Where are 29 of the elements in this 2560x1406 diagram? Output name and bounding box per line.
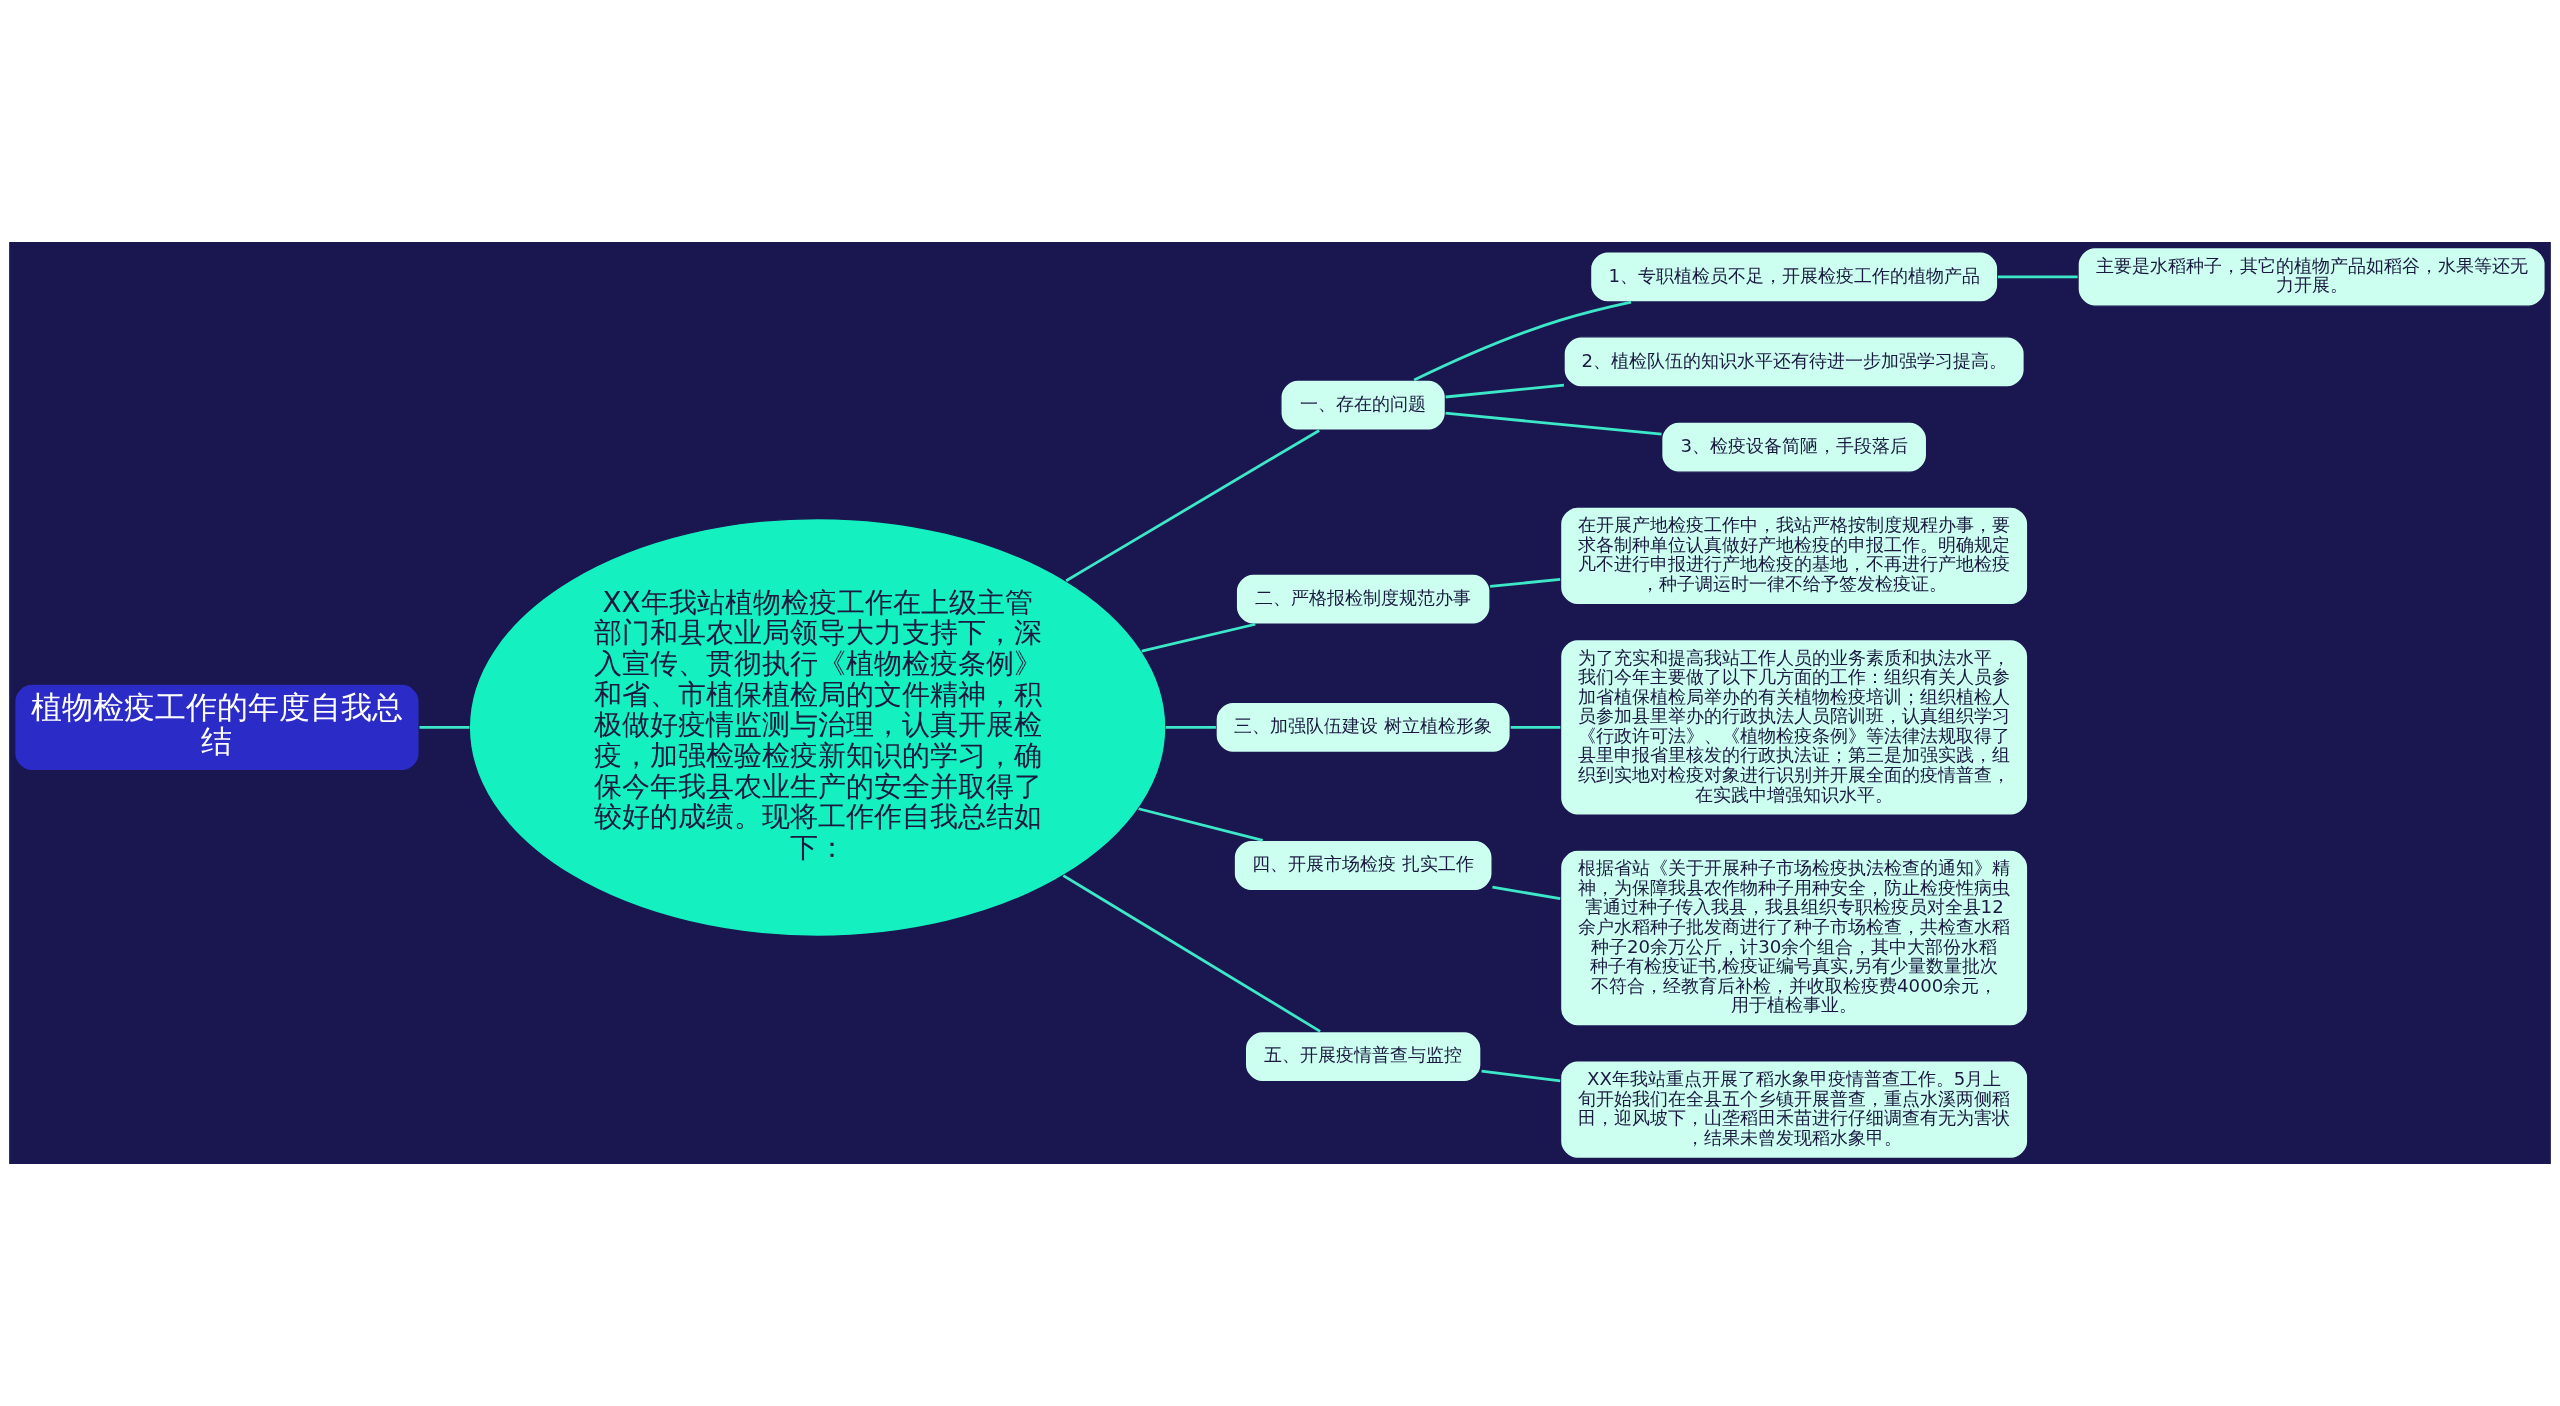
node-box: 3、检疫设备简陋，手段落后 xyxy=(1660,421,1928,473)
connector xyxy=(1445,383,1565,399)
node-box: 一、存在的问题 xyxy=(1280,379,1447,431)
connector xyxy=(1141,622,1256,653)
connector xyxy=(1165,726,1216,729)
node-box: 二、严格报检制度规范办事 xyxy=(1235,573,1491,625)
node-box: 植物检疫工作的年度自我总结 xyxy=(14,683,420,772)
node-box: 1、专职植检员不足，开展检疫工作的植物产品 xyxy=(1589,251,1999,303)
connector xyxy=(1065,429,1320,582)
connector xyxy=(1997,275,2078,279)
connector xyxy=(1490,577,1561,588)
connector xyxy=(1413,300,1632,382)
node-box: 为了充实和提高我站工作人员的业务素质和执法水平，我们今年主要做了以下几方面的工作：组织有关人员参加省植保植检局举办的有关植物检疫培训；组织植检人员参加县里举办的行政执法人员陪训班，认真组织学习《行政许可法》、《植物检疫条例》等法律法规取得了县里申报省里核发的行政执法证；第三是加强实践，组织到实地对检疫对象进行识别并开展全面的疫情普查，在实践中增强知识水平。 xyxy=(1559,638,2029,816)
node-box: 在开展产地检疫工作中，我站严格按制度规程办事，要求各制种单位认真做好产地检疫的申报工作。明确规定凡不进行申报进行产地检疫的基地，不再进行产地检疫，种子调运时一律不给予签发检疫证。 xyxy=(1559,506,2029,606)
node-box: 主要是水稻种子，其它的植物产品如稻谷，水果等还无力开展。 xyxy=(2077,246,2546,307)
node-box: 四、开展市场检疫 扎实工作 xyxy=(1233,839,1493,892)
connector xyxy=(419,726,470,729)
node-box: 根据省站《关于开展种子市场检疫执法检查的通知》精神，为保障我县农作物种子用种安全，防止检疫性病虫害通过种子传入我县，我县组织专职检疫员对全县12余户水稻种子批发商进行了种子市场检查，共检查水稻种子20余万公斤，计30余个组合，其中大部份水稻种子有检疫证书,检疫证编号真实,另有少量数量批次不符合，经教育后补检，并收取检疫费4000余元，用于植检事业。 xyxy=(1559,849,2029,1027)
connector xyxy=(1510,726,1561,729)
node-box: XX年我站重点开展了稻水象甲疫情普查工作。5月上旬开始我们在全县五个乡镇开展普查，重点水溪两侧稻田，迎风坡下，山垄稻田禾苗进行仔细调查有无为害状，结果未曾发现稻水象甲。 xyxy=(1559,1060,2029,1160)
connector xyxy=(1481,1069,1561,1083)
node-box: 五、开展疫情普查与监控 xyxy=(1244,1030,1482,1083)
connector xyxy=(1492,885,1561,900)
node-ellipse: XX年我站植物检疫工作在上级主管部门和县农业局领导大力支持下，深入宣传、贯彻执行《植物检疫条例》和省、市植保植检局的文件精神，积极做好疫情监测与治理，认真开展检疫，加强检验检疫新知识的学习，确保今年我县农业生产的安全并取得了较好的成绩。现将工作作自我总结如下： xyxy=(468,517,1167,938)
connector xyxy=(1138,807,1264,842)
node-box: 2、植检队伍的知识水平还有待进一步加强学习提高。 xyxy=(1563,336,2025,388)
node-box: 三、加强队伍建设 树立植检形象 xyxy=(1215,701,1511,754)
connector xyxy=(1445,411,1662,436)
connector xyxy=(1062,874,1321,1033)
